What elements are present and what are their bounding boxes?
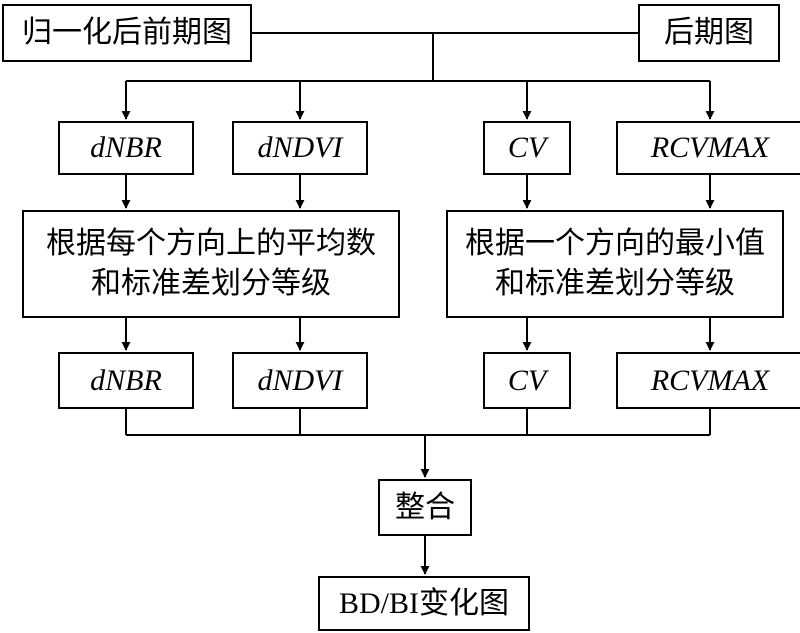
dnbr-index-box: dNBR <box>58 121 194 175</box>
classify-by-mean-line2: 和标准差划分等级 <box>91 267 331 300</box>
rcvmax-class-box: RCVMAX <box>616 352 800 409</box>
post-image-box: 后期图 <box>638 4 780 62</box>
rcvmax-index-box: RCVMAX <box>616 121 800 175</box>
merge-box: 整合 <box>378 479 472 536</box>
cv-class-box: CV <box>483 352 571 409</box>
cv-index-box: CV <box>483 121 571 175</box>
classify-by-min-line1: 根据一个方向的最小值 <box>465 227 765 260</box>
output-box: BD/BI变化图 <box>318 576 530 631</box>
classify-by-mean-box: 根据每个方向上的平均数 和标准差划分等级 <box>22 210 400 318</box>
classify-by-min-line2: 和标准差划分等级 <box>495 267 735 300</box>
dndvi-index-box: dNDVI <box>232 121 368 175</box>
dnbr-class-box: dNBR <box>58 352 194 409</box>
pre-image-box: 归一化后前期图 <box>2 4 252 62</box>
dndvi-class-box: dNDVI <box>232 352 368 409</box>
classify-by-mean-line1: 根据每个方向上的平均数 <box>46 227 376 260</box>
classify-by-min-box: 根据一个方向的最小值 和标准差划分等级 <box>446 210 784 318</box>
